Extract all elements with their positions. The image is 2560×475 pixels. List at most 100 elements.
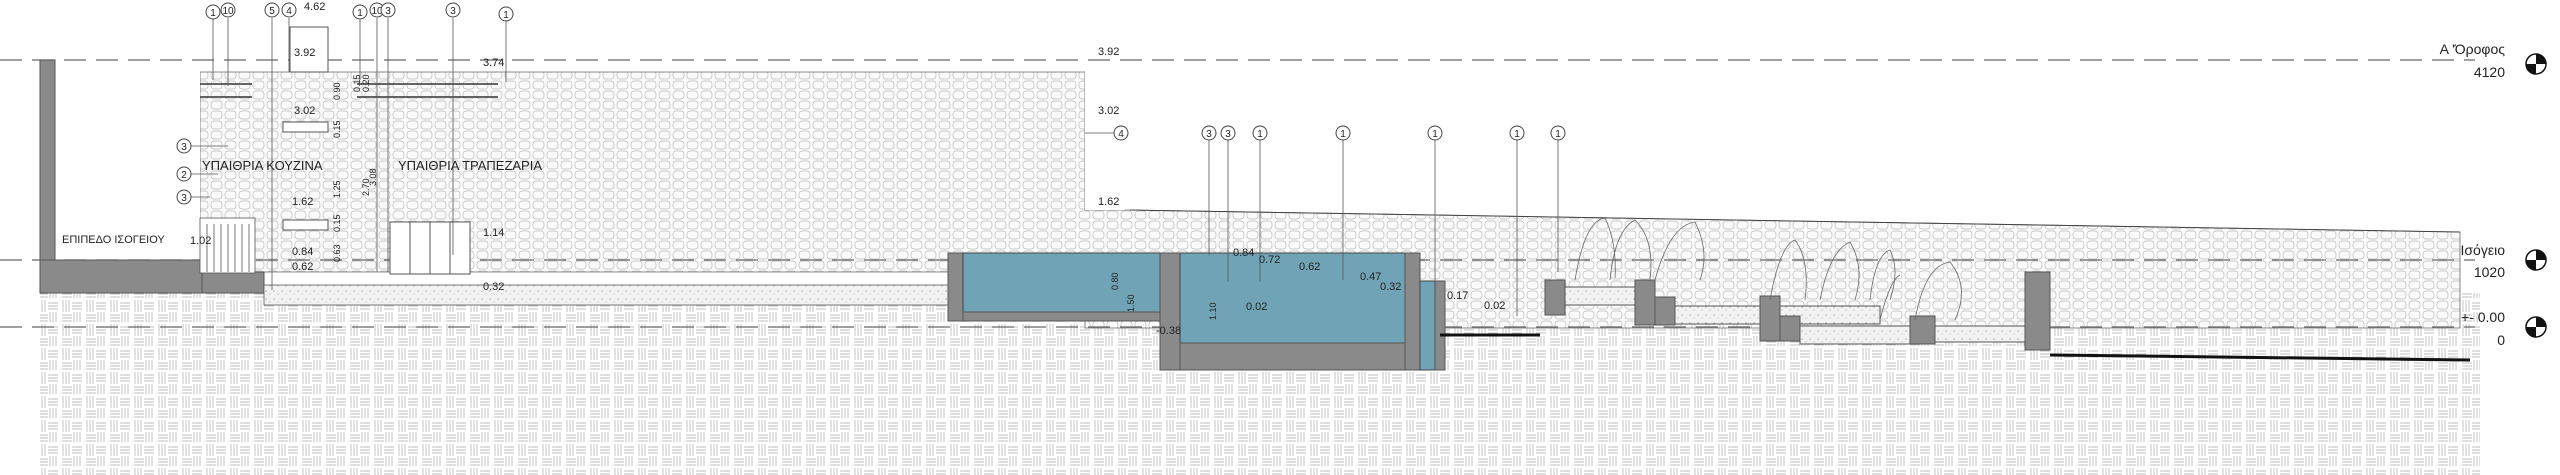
svg-text:3: 3: [181, 193, 187, 204]
dimension-label: 1.10: [1208, 302, 1218, 320]
callout: 2: [176, 166, 218, 182]
elevation-label: 3.74: [483, 57, 504, 69]
elevation-label: 0.62: [1299, 261, 1320, 273]
svg-text:1: 1: [1340, 129, 1346, 140]
step-slab: [201, 271, 265, 294]
dimension-label: 0.80: [1110, 272, 1120, 290]
building-void: [55, 60, 200, 260]
room-label-dining: ΥΠΑΙΘΡΙΑ ΤΡΑΠΕΖΑΡΙΑ: [398, 158, 542, 173]
callout: 3: [176, 189, 210, 205]
svg-text:4: 4: [286, 6, 292, 17]
dimension-label: 2.70: [361, 178, 371, 196]
elevation-label: 0.17: [1447, 290, 1468, 302]
callout: 10: [369, 2, 385, 272]
planters: [1544, 271, 2051, 351]
callout: 3: [1201, 125, 1217, 255]
callout: 4: [1085, 125, 1129, 141]
svg-text:10: 10: [371, 6, 383, 17]
dining-chairs: [389, 221, 471, 275]
vertical-dimensions: 0.90 0.15 1.25 0.15 0.63 2.70 3.08 0.20 …: [332, 74, 1218, 320]
elevation-label: 4.62: [304, 1, 325, 13]
svg-text:3: 3: [385, 6, 391, 17]
callout: 1: [1252, 125, 1268, 282]
elevation-label: 1.02: [190, 235, 211, 247]
svg-text:1: 1: [1555, 129, 1561, 140]
svg-text:4: 4: [1118, 129, 1124, 140]
dimension-label: 0.63: [332, 244, 342, 262]
elevation-label: 1.62: [292, 196, 313, 208]
pool-wall: [1159, 252, 1181, 371]
callout: 4: [281, 2, 297, 72]
room-label-kitchen: ΥΠΑΙΘΡΙΑ ΚΟΥΖΙΝΑ: [202, 158, 323, 173]
pool-wall: [947, 252, 964, 322]
level-marker-zero: +- 0.00 0: [2461, 309, 2547, 348]
svg-text:3: 3: [450, 6, 456, 17]
svg-text:1020: 1020: [2474, 264, 2505, 280]
ground-level-label: ΕΠΙΠΕΔΟ ΙΣΟΓΕΙΟΥ: [62, 234, 165, 246]
svg-text:3: 3: [1206, 129, 1212, 140]
svg-text:2: 2: [181, 170, 187, 181]
dimension-label: 0.90: [332, 82, 342, 100]
callout: 5: [264, 2, 280, 290]
pool-floor: [1179, 342, 1431, 371]
dimension-label: 0.15: [332, 214, 342, 232]
elevation-labels: 4.62 3.92 3.74 3.92 3.02 3.02 1.62 1.62 …: [190, 1, 1505, 337]
gravel-bed: [263, 284, 950, 306]
callout: 3: [1220, 125, 1236, 282]
pool-deep: [1179, 252, 1421, 344]
svg-text:1: 1: [1257, 129, 1263, 140]
callout: 3: [176, 138, 228, 154]
elevation-label: 0.47: [1360, 271, 1381, 283]
fireplace-hood: [282, 121, 329, 133]
callout: 1: [205, 4, 221, 80]
callout: 1: [1335, 125, 1351, 280]
callout: 10: [220, 2, 236, 86]
callout: 3: [380, 2, 396, 272]
dimension-label: 3.08: [368, 168, 378, 186]
level-marker-first-floor: Α 'Όροφος 4120: [2440, 41, 2547, 80]
level-symbol-icon: [2525, 249, 2547, 271]
elevation-label: 0.32: [1380, 281, 1401, 293]
elevation-label: 3.92: [294, 47, 315, 59]
level-symbol-icon: [2525, 316, 2547, 338]
callout: 3: [445, 2, 461, 255]
kitchen-counter: [199, 217, 256, 274]
elevation-label: 3.02: [294, 105, 315, 117]
callout: 1: [1427, 125, 1443, 298]
elevation-label: 1.14: [483, 227, 504, 239]
ground-slab: [39, 259, 203, 294]
svg-text:3: 3: [1225, 129, 1231, 140]
elevation-label: 3.92: [1098, 46, 1119, 58]
svg-text:Ισόγειο: Ισόγειο: [2461, 242, 2506, 258]
svg-text:1: 1: [503, 10, 509, 21]
svg-text:10: 10: [222, 6, 234, 17]
elevation-label: -0.38: [1156, 325, 1181, 337]
callout: 1: [1550, 125, 1566, 272]
pool-wall: [1434, 280, 1446, 371]
svg-text:1: 1: [357, 8, 363, 19]
svg-text:+- 0.00: +- 0.00: [2461, 309, 2505, 325]
dimension-label: 1.50: [1126, 294, 1136, 312]
level-marker-ground: Ισόγειο 1020: [2461, 242, 2547, 280]
svg-text:1: 1: [1432, 129, 1438, 140]
dimension-label: 0.15: [332, 120, 342, 138]
elevation-label: 3.02: [1098, 105, 1119, 117]
callout: 1: [1509, 125, 1525, 316]
elevation-label: 0.84: [292, 246, 313, 258]
svg-text:3: 3: [181, 142, 187, 153]
pool-overflow: [1419, 280, 1436, 371]
dimension-label: 0.15: [352, 74, 362, 92]
svg-text:Α 'Όροφος: Α 'Όροφος: [2440, 41, 2506, 57]
dimension-label: 0.20: [361, 74, 371, 92]
svg-text:0: 0: [2497, 332, 2505, 348]
callouts: 1 10 5 4 1 10 3 3 1 3 2 3 4 3 3 1 1 1 1 …: [176, 2, 1566, 316]
elevation-label: 0.02: [1484, 300, 1505, 312]
pool-floor: [962, 311, 1164, 322]
dimension-label: 1.25: [332, 180, 342, 198]
elevation-label: 0.72: [1259, 254, 1280, 266]
elevation-label: 0.02: [1246, 301, 1267, 313]
elevation-label: 0.32: [483, 281, 504, 293]
level-symbol-icon: [2525, 53, 2547, 75]
